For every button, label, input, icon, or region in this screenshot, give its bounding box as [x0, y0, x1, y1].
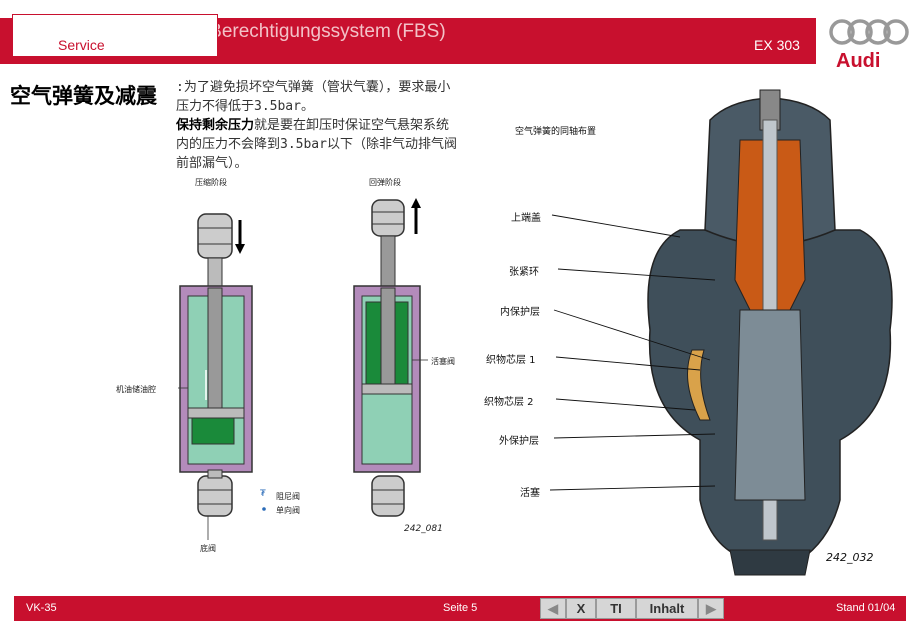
cutaway-label-piston: 活塞: [520, 488, 540, 499]
service-training-box: [12, 14, 218, 57]
legend-damper-valve: 阻尼阀: [276, 492, 300, 501]
service-training-label: Service Training: [58, 37, 158, 53]
desc-line-3-text: 就是要在卸压时保证空气悬架系统: [254, 118, 450, 133]
absorber-rebound: [353, 198, 421, 517]
legend-check-valve: 单向阀: [276, 506, 300, 515]
cutaway-label-inner-layer: 内保护层: [500, 307, 540, 318]
shock-absorber-diagram: ₮: [178, 198, 428, 540]
svg-text:₮: ₮: [260, 489, 266, 499]
cutaway-label-top-cap: 上端盖: [511, 213, 541, 224]
label-bottom-valve: 底阀: [200, 544, 216, 553]
label-compression-stage: 压缩阶段: [195, 178, 227, 187]
desc-line-5: 前部漏气）。: [176, 156, 248, 171]
page-id: VK-35: [26, 602, 57, 614]
stand-date: Stand 01/04: [836, 602, 896, 614]
page-number: Seite 5: [443, 602, 478, 614]
figure-code-right: 242_032: [826, 551, 874, 564]
page-heading: 空气弹簧及减震: [10, 84, 157, 108]
desc-line-4: 内的压力不会降到3.5bar以下（除非气动排气阀: [176, 137, 457, 152]
description: :为了避免损坏空气弹簧（管状气囊），要求最小 压力不得低于3.5bar。 保持剩…: [176, 78, 501, 173]
label-oil-chamber: 机油储油腔: [116, 385, 156, 394]
nav-inhalt-button[interactable]: Inhalt: [636, 598, 698, 619]
cutaway-label-fabric-1: 织物芯层 1: [486, 355, 536, 366]
nav-close-button[interactable]: X: [566, 598, 596, 619]
nav-ti-button[interactable]: TI: [596, 598, 636, 619]
figure-code-left: 242_081: [404, 524, 443, 534]
desc-line-1: :为了避免损坏空气弹簧（管状气囊），要求最小: [176, 80, 451, 95]
nav-prev-button[interactable]: ◀: [540, 598, 566, 619]
cutaway-label-outer-layer: 外保护层: [499, 436, 539, 447]
cutaway-label-clamp-ring: 张紧环: [509, 267, 539, 278]
cutaway-label-fabric-2: 织物芯层 2: [484, 397, 534, 408]
desc-bold-term: 保持剩余压力: [176, 118, 255, 133]
nav-next-button[interactable]: ▶: [698, 598, 724, 619]
absorber-compression: [179, 213, 253, 517]
air-spring-cutaway: [647, 89, 893, 576]
training-word: Training: [108, 37, 159, 53]
cutaway-title: 空气弹簧的同轴布置: [515, 127, 597, 137]
service-word: Service: [58, 37, 105, 53]
document-code: EX 303: [754, 37, 800, 53]
cutaway-leader-lines: [549, 214, 716, 491]
label-rebound-stage: 回弹阶段: [369, 178, 401, 187]
label-piston-valve: 活塞阀: [431, 357, 455, 366]
audi-brand-text: Audi: [836, 50, 881, 72]
desc-line-2: 压力不得低于3.5bar。: [176, 99, 314, 114]
footer-bar: [14, 596, 906, 621]
desc-line-3: 保持剩余压力就是要在卸压时保证空气悬架系统: [176, 116, 501, 135]
audi-rings-logo: [829, 19, 909, 45]
